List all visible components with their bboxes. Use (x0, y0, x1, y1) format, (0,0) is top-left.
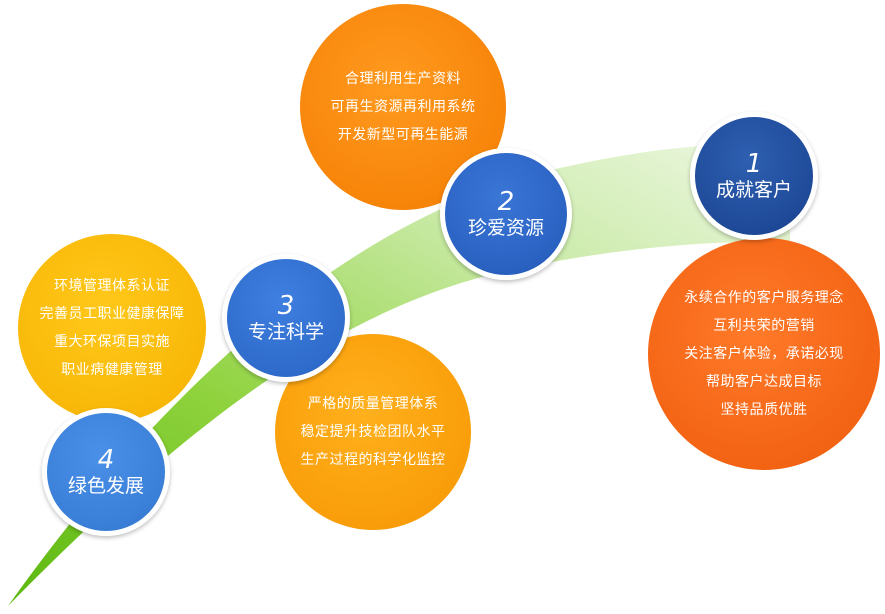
detail-line: 稳定提升技检团队水平 (300, 424, 446, 440)
detail-circle-4: 环境管理体系认证 完善员工职业健康保障 重大环保项目实施 职业病健康管理 (18, 234, 206, 422)
detail-line: 永续合作的客户服务理念 (684, 290, 844, 306)
detail-line: 生产过程的科学化监控 (300, 452, 446, 468)
detail-line: 严格的质量管理体系 (307, 396, 439, 412)
node-number: 2 (497, 187, 515, 217)
detail-line: 可再生资源再利用系统 (330, 99, 476, 115)
detail-line: 完善员工职业健康保障 (39, 306, 185, 322)
node-title: 珍爱资源 (467, 217, 544, 239)
node-number: 4 (97, 445, 115, 475)
node-title: 专注科学 (247, 321, 324, 343)
node-1-cheng-jiu-ke-hu: 1 成就客户 (690, 112, 818, 240)
node-number: 3 (277, 291, 295, 321)
node-3-zhuan-zhu-ke-xue: 3 专注科学 (222, 254, 350, 382)
detail-line: 帮助客户达成目标 (706, 374, 822, 390)
node-number: 1 (745, 149, 763, 179)
node-4-lv-se-fa-zhan: 4 绿色发展 (42, 408, 170, 536)
node-title: 成就客户 (715, 179, 792, 201)
detail-line: 坚持品质优胜 (720, 402, 808, 418)
node-title: 绿色发展 (67, 475, 144, 497)
detail-line: 开发新型可再生能源 (337, 127, 469, 143)
detail-line: 环境管理体系认证 (54, 278, 170, 294)
detail-line: 重大环保项目实施 (54, 334, 170, 350)
detail-line: 合理利用生产资料 (345, 71, 461, 87)
detail-line: 互利共荣的营销 (713, 318, 815, 334)
detail-line: 关注客户体验，承诺必现 (684, 346, 844, 362)
detail-circle-1: 永续合作的客户服务理念 互利共荣的营销 关注客户体验，承诺必现 帮助客户达成目标… (648, 238, 880, 470)
detail-line: 职业病健康管理 (61, 362, 163, 378)
node-2-zhen-ai-zi-yuan: 2 珍爱资源 (440, 148, 572, 280)
